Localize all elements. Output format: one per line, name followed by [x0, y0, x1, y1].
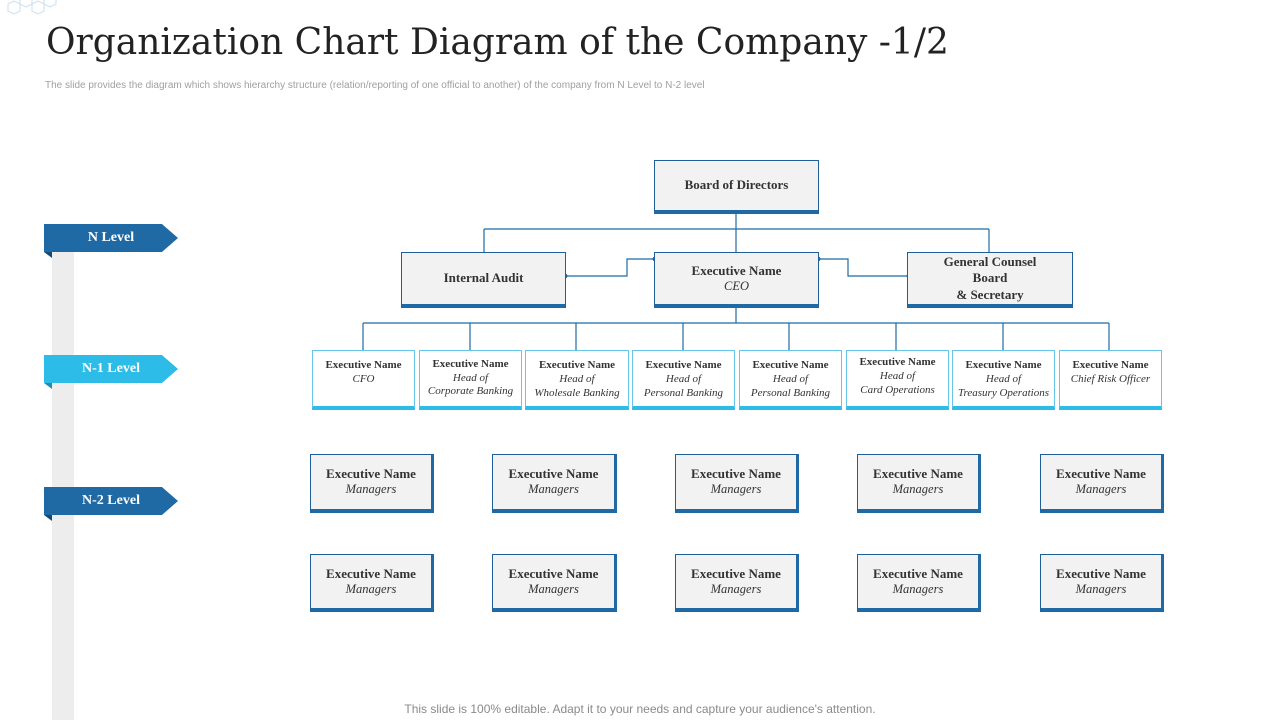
- n2-role: Managers: [710, 581, 762, 596]
- level-tag-fold: [44, 383, 52, 389]
- n2-name: Executive Name: [691, 466, 781, 482]
- n1-name: Executive Name: [1072, 359, 1149, 371]
- n1-role: Chief Risk Officer: [1070, 372, 1151, 385]
- n1-role: Head of: [985, 372, 1022, 385]
- n2-box: Executive Name Managers: [310, 554, 434, 612]
- n1-role: Head of: [452, 371, 489, 384]
- n1-name: Executive Name: [965, 359, 1042, 371]
- n1-name: Executive Name: [859, 356, 936, 368]
- counsel-line1: General Counsel: [943, 254, 1037, 270]
- n2-box: Executive Name Managers: [492, 454, 617, 513]
- n1-box-card-operations: Executive Name Head of Card Operations: [846, 350, 949, 410]
- n2-box: Executive Name Managers: [675, 554, 799, 612]
- n2-name: Executive Name: [508, 466, 599, 482]
- level-tag-n2: N-2 Level: [44, 487, 178, 515]
- n1-box-wholesale-banking: Executive Name Head of Wholesale Banking: [525, 350, 629, 410]
- n1-role: Head of: [879, 369, 916, 382]
- n2-box: Executive Name Managers: [675, 454, 799, 513]
- internal-audit-label: Internal Audit: [443, 270, 524, 286]
- n1-role-detail: Card Operations: [860, 383, 935, 396]
- n2-name: Executive Name: [1056, 466, 1146, 482]
- board-of-directors-box: Board of Directors: [654, 160, 819, 214]
- n2-name: Executive Name: [873, 466, 963, 482]
- n2-role: Managers: [892, 581, 944, 596]
- n2-name: Executive Name: [1056, 565, 1146, 581]
- ceo-box: Executive Name CEO: [654, 252, 819, 308]
- counsel-line3: & Secretary: [956, 286, 1024, 302]
- level-tag-n: N Level: [44, 224, 178, 252]
- n1-box-personal-banking-2: Executive Name Head of Personal Banking: [739, 350, 842, 410]
- n1-name: Executive Name: [538, 359, 616, 371]
- n2-role: Managers: [345, 581, 397, 596]
- general-counsel-box: General Counsel Board & Secretary: [907, 252, 1073, 308]
- n2-box: Executive Name Managers: [857, 454, 981, 513]
- n1-role-detail: Corporate Banking: [427, 385, 514, 398]
- n1-role-detail: Wholesale Banking: [534, 386, 620, 399]
- n2-box: Executive Name Managers: [857, 554, 981, 612]
- ceo-name: Executive Name: [691, 262, 782, 278]
- n1-box-treasury-operations: Executive Name Head of Treasury Operatio…: [952, 350, 1055, 410]
- level-tag-n1: N-1 Level: [44, 355, 178, 383]
- footer-note: This slide is 100% editable. Adapt it to…: [404, 702, 876, 716]
- n2-box: Executive Name Managers: [1040, 454, 1164, 513]
- n1-role: Head of: [665, 372, 702, 385]
- internal-audit-box: Internal Audit: [401, 252, 566, 308]
- ceo-role: CEO: [724, 278, 749, 293]
- n1-name: Executive Name: [432, 357, 509, 370]
- n2-name: Executive Name: [691, 565, 781, 581]
- page-title: Organization Chart Diagram of the Compan…: [46, 22, 949, 63]
- n1-box-chief-risk-officer: Executive Name Chief Risk Officer: [1059, 350, 1162, 410]
- n1-role: Head of: [559, 372, 595, 385]
- board-label: Board of Directors: [684, 177, 789, 193]
- n1-box-corporate-banking: Executive Name Head of Corporate Banking: [419, 350, 522, 410]
- level-tag-fold: [44, 515, 52, 521]
- n2-role: Managers: [1075, 581, 1127, 596]
- n2-box: Executive Name Managers: [310, 454, 434, 513]
- n2-role: Managers: [892, 482, 944, 497]
- n1-role-detail: Treasury Operations: [958, 386, 1049, 399]
- counsel-line2: Board: [972, 270, 1008, 286]
- level-tag-fold: [44, 252, 52, 258]
- n2-role: Managers: [1075, 482, 1127, 497]
- n2-role: Managers: [710, 482, 762, 497]
- hexagon-decoration-icon: [7, 0, 57, 15]
- n2-name: Executive Name: [508, 565, 599, 581]
- page-subtitle: The slide provides the diagram which sho…: [45, 80, 705, 91]
- n1-role: CFO: [352, 372, 375, 385]
- n2-box: Executive Name Managers: [492, 554, 617, 612]
- n1-name: Executive Name: [752, 359, 829, 371]
- n1-box-cfo: Executive Name CFO: [312, 350, 415, 410]
- n1-name: Executive Name: [325, 359, 402, 371]
- n1-role: Head of: [772, 372, 809, 385]
- n1-role-detail: Personal Banking: [750, 386, 831, 399]
- n1-role-detail: Personal Banking: [643, 386, 724, 399]
- n2-name: Executive Name: [326, 466, 416, 482]
- n2-name: Executive Name: [873, 565, 963, 581]
- n2-box: Executive Name Managers: [1040, 554, 1164, 612]
- n1-box-personal-banking-1: Executive Name Head of Personal Banking: [632, 350, 735, 410]
- n2-role: Managers: [345, 482, 397, 497]
- n1-name: Executive Name: [645, 359, 722, 371]
- n2-role: Managers: [528, 482, 579, 497]
- n2-role: Managers: [528, 581, 579, 596]
- n2-name: Executive Name: [326, 565, 416, 581]
